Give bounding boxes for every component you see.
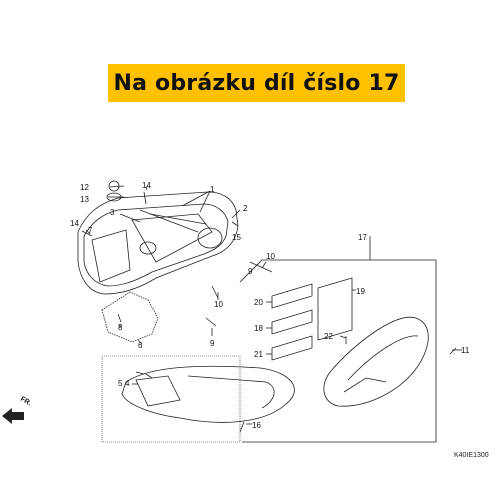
callout-2: 2: [243, 204, 248, 213]
gasket: [101, 291, 159, 343]
callout-7: 7: [88, 226, 93, 235]
front-marker: FR.: [19, 396, 32, 408]
callout-9b: 9: [248, 267, 253, 276]
callout-10a: 10: [266, 252, 275, 261]
front-arrow-icon: [2, 408, 24, 424]
callout-21: 21: [254, 350, 263, 359]
callout-3: 3: [110, 208, 115, 217]
banner-title: Na obrázku díl číslo 17: [113, 70, 400, 96]
left-crankcase-cover: [77, 191, 239, 295]
callout-22: 22: [324, 332, 333, 341]
callout-9a: 9: [210, 339, 215, 348]
callout-6: 6: [138, 341, 143, 350]
callout-16: 16: [252, 421, 261, 430]
callout-14b: 14: [70, 219, 79, 228]
callout-19: 19: [356, 287, 365, 296]
callout-20: 20: [254, 298, 263, 307]
callout-13: 13: [80, 195, 89, 204]
callout-18: 18: [254, 324, 263, 333]
callout-11: 11: [461, 346, 470, 355]
callout-4: 4: [125, 379, 130, 388]
assembly-frame: [239, 259, 437, 443]
callout-8: 8: [118, 323, 123, 332]
callout-15: 15: [232, 233, 241, 242]
callout-1: 1: [210, 185, 215, 194]
callout-12: 12: [80, 183, 89, 192]
callout-5: 5: [118, 379, 123, 388]
callout-14a: 14: [142, 181, 151, 190]
callout-10b: 10: [214, 300, 223, 309]
title-banner: Na obrázku díl číslo 17: [108, 64, 405, 102]
diagram-code: K40IE1300: [454, 452, 489, 459]
callout-17: 17: [358, 233, 367, 242]
